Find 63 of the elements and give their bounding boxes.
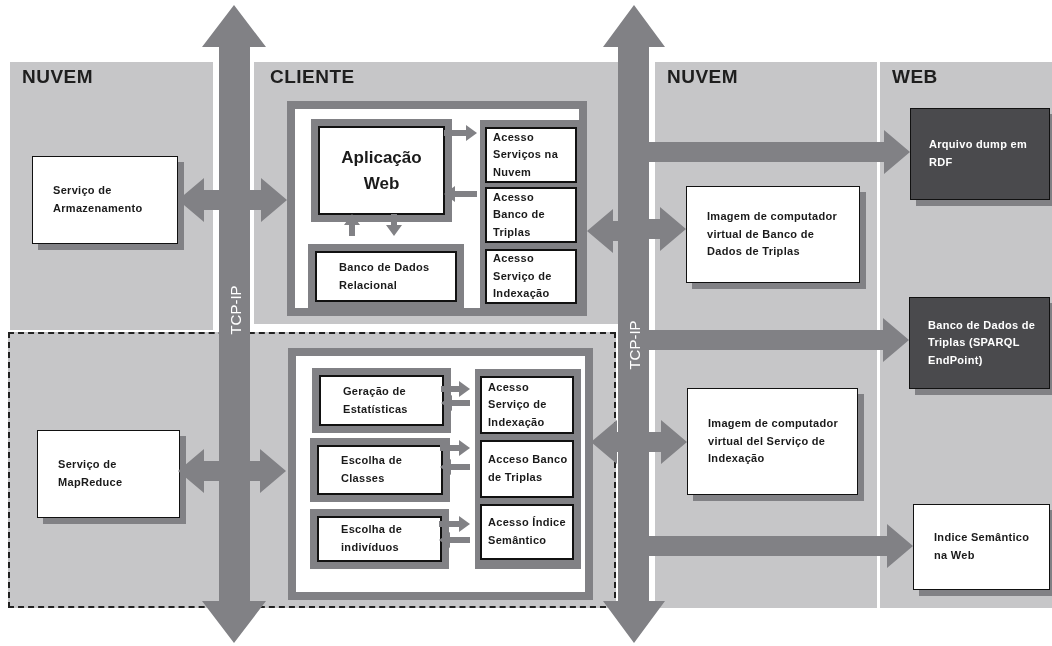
box-label: Indice Semântico na Web	[934, 530, 1031, 563]
process-box	[310, 438, 450, 502]
box-label: Acesso Serviços na Nuvem	[493, 129, 560, 180]
zone-panel	[254, 62, 618, 324]
box-label: Escolha de Classes	[341, 453, 404, 486]
arrow	[649, 420, 687, 464]
process-box	[485, 249, 577, 304]
container-box	[288, 348, 593, 600]
zone-panel	[880, 62, 1052, 608]
zone-heading: NUVEM	[22, 66, 94, 87]
bus-label: TCP-IP	[226, 285, 243, 335]
box-label: Geração de Estatísticas	[343, 383, 409, 417]
arrow	[649, 318, 909, 362]
box-label: Serviço de Armazenamento	[53, 183, 144, 216]
arrow	[444, 186, 477, 202]
double-arrow	[202, 5, 266, 643]
arrow	[649, 130, 910, 174]
box-label: Aplicação Web	[340, 147, 423, 195]
process-box	[310, 509, 449, 569]
box-label: Imagem de computador virtual del Serviço de Indexação	[708, 416, 840, 467]
arrow	[250, 449, 286, 493]
arrow	[591, 420, 618, 464]
zone-panel	[10, 62, 213, 330]
arrow	[587, 209, 618, 253]
process-box	[480, 504, 574, 560]
arrow	[441, 395, 470, 411]
box-label: Acceso Banco de Triplas	[488, 452, 568, 485]
arrow	[439, 532, 470, 548]
arrow	[440, 459, 470, 475]
box-label: Acesso Serviço de Indexação	[493, 251, 553, 302]
box-label: Imagem de computador virtual de Banco de Dados de Triplas	[707, 209, 839, 260]
box-label: Acesso Índice Semântico	[488, 515, 567, 548]
zone-heading: CLIENTE	[270, 66, 355, 87]
process-box	[485, 187, 577, 243]
process-box	[308, 244, 464, 309]
process-box	[480, 376, 574, 434]
box-label: Arquivo dump em RDF	[929, 137, 1028, 170]
box-label: Banco de Dados Relacional	[339, 259, 431, 293]
arrow	[250, 178, 287, 222]
process-box	[311, 119, 452, 222]
arrow	[386, 214, 402, 236]
double-arrow	[603, 5, 665, 643]
arrow	[649, 207, 686, 251]
zone-heading: WEB	[892, 66, 938, 87]
process-box	[485, 127, 577, 183]
column-panel	[475, 369, 581, 569]
process-box	[312, 368, 451, 433]
bus-label: TCP-IP	[625, 320, 642, 370]
arrow	[441, 381, 470, 397]
container-box	[287, 101, 587, 316]
box-label: Escolha de indivíduos	[341, 522, 404, 555]
process-box	[480, 440, 574, 498]
arrow	[444, 125, 477, 141]
box-label: Banco de Dados de Triplas (SPARQL EndPoint)	[928, 317, 1037, 368]
box-label: Acesso Serviço de Indexação	[488, 379, 548, 430]
arrow	[649, 524, 913, 568]
arrow	[440, 440, 470, 456]
box-label: Serviço de MapReduce	[58, 457, 124, 490]
arrow	[178, 449, 219, 493]
zone-heading: NUVEM	[667, 66, 739, 87]
arrow	[344, 214, 360, 236]
arrow	[439, 516, 470, 532]
box-label: Acesso Banco de Triplas	[493, 189, 546, 240]
